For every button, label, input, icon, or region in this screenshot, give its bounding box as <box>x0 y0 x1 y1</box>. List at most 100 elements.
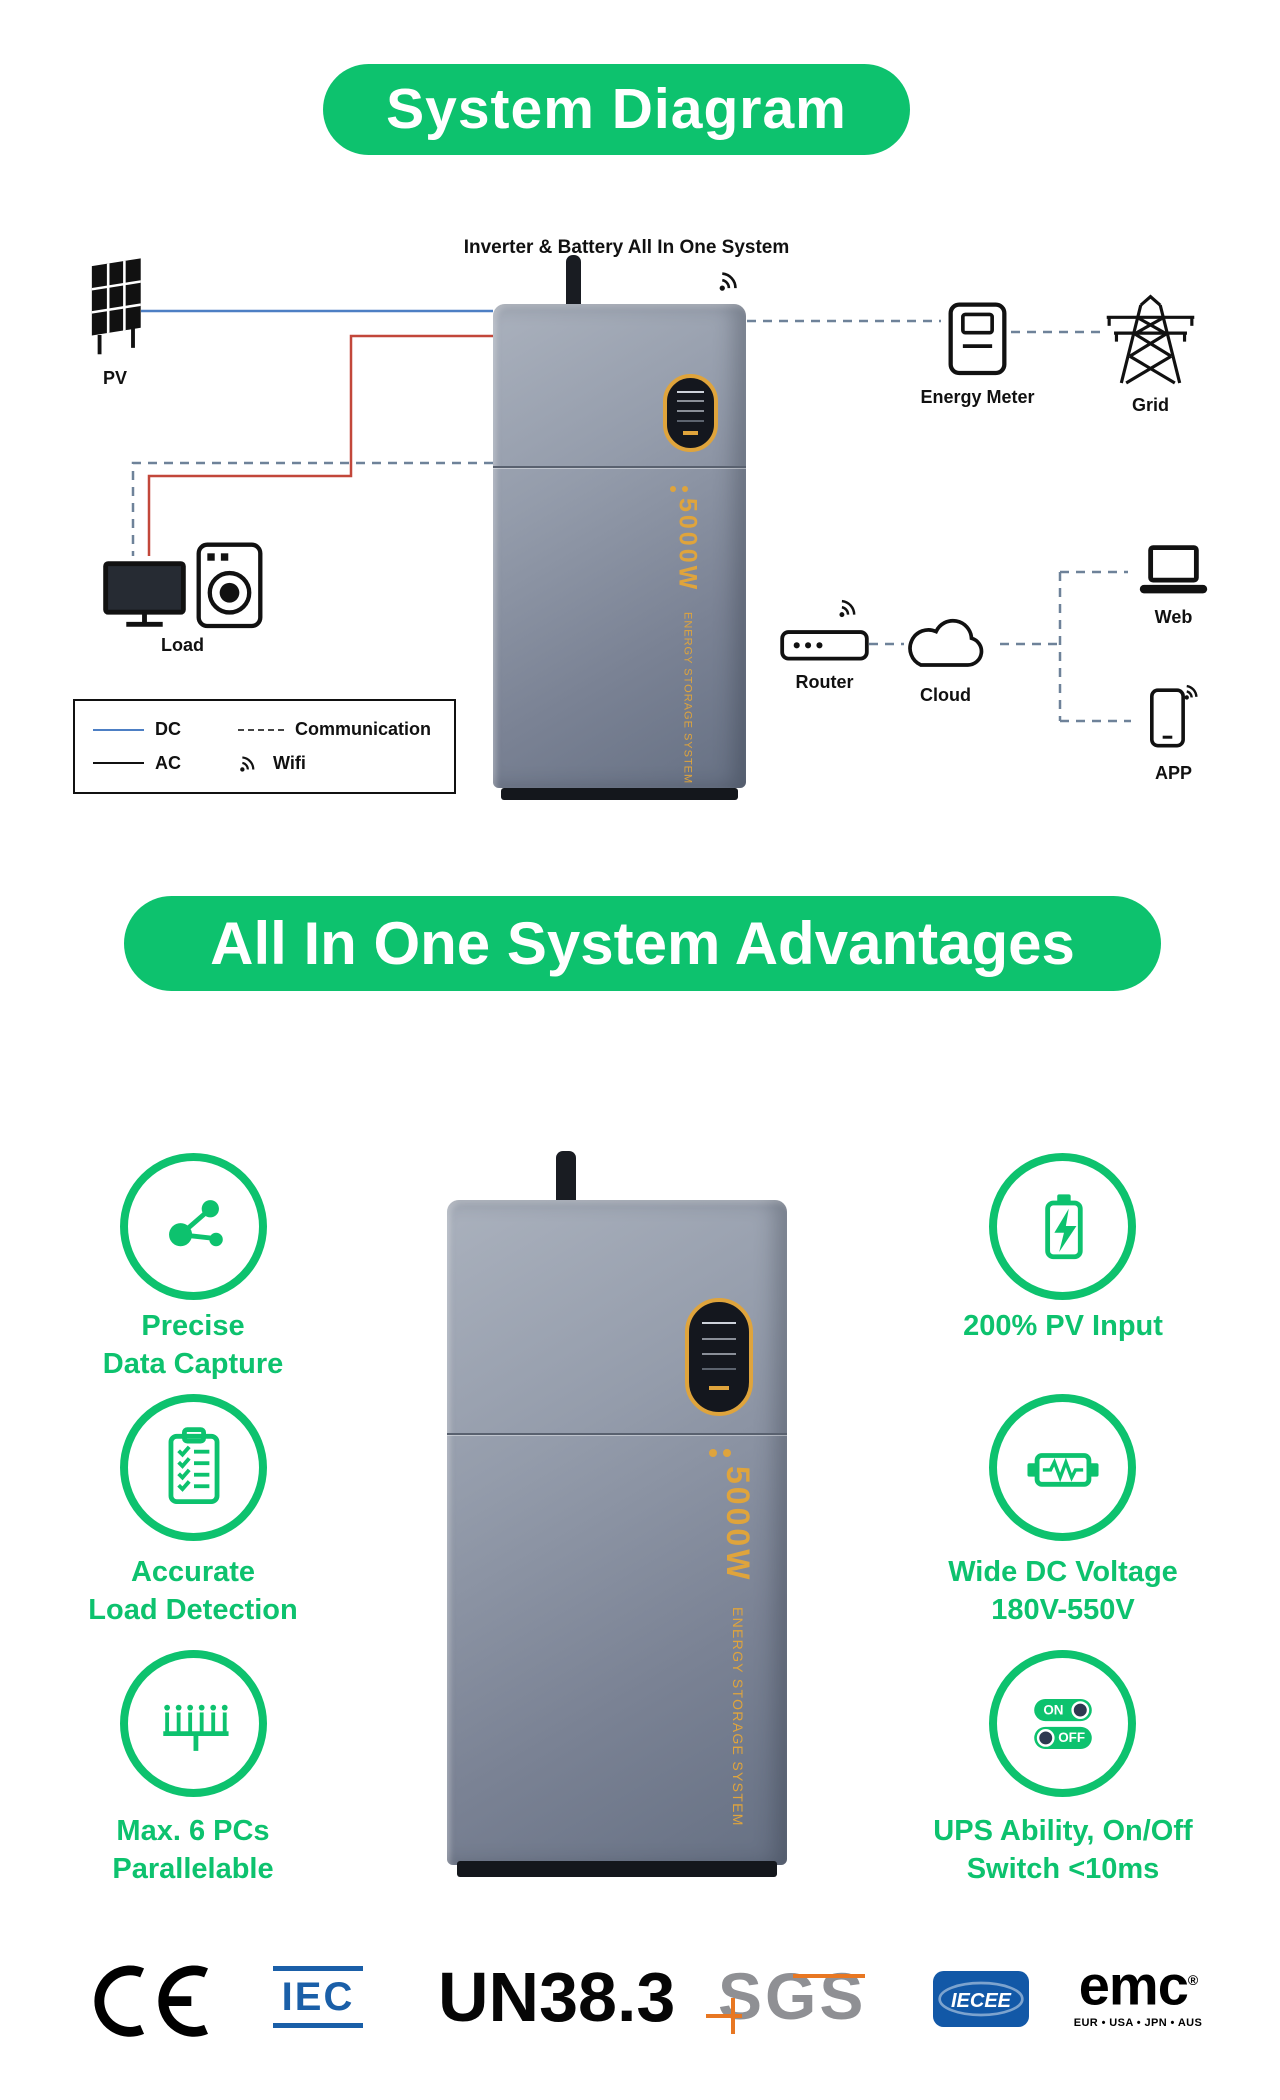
unit-seam <box>447 1432 787 1435</box>
battery-wave-icon <box>1026 1452 1099 1487</box>
cert-ce <box>88 1963 211 2044</box>
emc-word: emc® <box>1063 1952 1213 2014</box>
wifi-icon <box>719 272 737 291</box>
advantage-line1: Precise <box>141 1310 245 1342</box>
iecee-label: IECEE <box>951 1990 1012 2012</box>
unit-branding: 5000W ENERGY STORAGE SYSTEM <box>719 1466 756 1827</box>
router-label: Router <box>795 672 854 693</box>
ups-on-label: ON <box>1043 1702 1063 1717</box>
diagram-caption: Inverter & Battery All In One System <box>463 237 790 258</box>
advantage-circle-ups: ON OFF <box>989 1650 1136 1797</box>
web-label: Web <box>1154 606 1193 627</box>
ac-line-swatch <box>93 762 144 765</box>
solar-panel-icon <box>91 258 141 355</box>
pv-node: PV <box>75 245 155 389</box>
monitor-icon <box>102 560 186 627</box>
comm-line-unit-to-load <box>131 461 493 556</box>
energy-meter-icon <box>948 302 1007 376</box>
advantage-label-ups: UPS Ability, On/Off Switch <10ms <box>903 1812 1223 1888</box>
unit-name-label: ENERGY STORAGE SYSTEM <box>681 612 694 785</box>
advantage-line2: Parallelable <box>112 1853 274 1885</box>
legend: DC Communication AC Wifi <box>73 699 456 794</box>
cert-un383: UN38.3 <box>438 1958 676 2036</box>
emc-regions: EUR • USA • JPN • AUS <box>1073 2016 1203 2029</box>
antenna <box>566 255 582 308</box>
cert-emc: emc® EUR • USA • JPN • AUS <box>1063 1952 1213 2029</box>
inverter-battery-unit: 5000W ENERGY STORAGE SYSTEM <box>447 1151 787 1877</box>
advantage-line1: Max. 6 PCs <box>116 1815 270 1847</box>
advantage-line1: 200% PV Input <box>963 1310 1163 1342</box>
advantage-line2: Load Detection <box>88 1594 298 1626</box>
load-detection-icon <box>168 1426 219 1504</box>
unit-branding: 5000W ENERGY STORAGE SYSTEM <box>673 498 702 785</box>
load-icons <box>88 536 277 630</box>
inverter-battery-unit: 5000W ENERGY STORAGE SYSTEM <box>493 255 746 800</box>
unit-display-screen <box>685 1298 753 1417</box>
cloud-icon <box>908 618 984 667</box>
legend-ac: AC <box>93 753 238 774</box>
advantage-circle-dc-voltage <box>989 1394 1136 1541</box>
section-title-advantages: All In One System Advantages <box>124 896 1161 991</box>
router-node: Router <box>771 627 878 693</box>
ce-logo <box>94 1965 208 2037</box>
on-off-switch-icon: ON OFF <box>1033 1698 1092 1749</box>
legend-communication-label: Communication <box>295 719 432 740</box>
advantage-circle-load-detection <box>120 1394 267 1541</box>
advantage-label-pv-input: 200% PV Input <box>903 1307 1223 1345</box>
section-title-system-diagram: System Diagram <box>323 64 910 155</box>
legend-dc-label: DC <box>155 719 181 740</box>
advantage-line2: Data Capture <box>102 1348 284 1380</box>
pv-label: PV <box>102 368 127 389</box>
unit-body: 5000W ENERGY STORAGE SYSTEM <box>447 1200 787 1865</box>
advantage-label-data-capture: Precise Data Capture <box>33 1307 353 1383</box>
emc-registered-mark: ® <box>1187 1972 1198 1988</box>
legend-communication: Communication <box>238 719 442 740</box>
advantage-circle-data-capture <box>120 1153 267 1300</box>
legend-dc: DC <box>93 719 238 740</box>
advantage-line1: Accurate <box>130 1556 256 1588</box>
data-capture-icon <box>168 1199 223 1246</box>
ac-line-unit-to-load <box>147 334 493 556</box>
antenna <box>555 1151 576 1204</box>
advantage-label-parallel: Max. 6 PCs Parallelable <box>33 1812 353 1888</box>
advantage-circle-parallel <box>120 1650 267 1797</box>
energy-meter-node: Energy Meter <box>900 301 1055 408</box>
unit-name-label: ENERGY STORAGE SYSTEM <box>730 1606 746 1827</box>
cert-iec: IEC <box>273 1966 363 2028</box>
grid-tower-icon <box>1106 294 1195 385</box>
unit-power-label: 5000W <box>673 497 702 592</box>
wifi-icon <box>839 599 856 618</box>
advantage-line1: Wide DC Voltage <box>948 1556 1178 1588</box>
load-node: Load <box>88 536 277 656</box>
connection-lines <box>131 309 1131 723</box>
cloud-label: Cloud <box>920 684 971 705</box>
parallel-icon <box>162 1704 229 1751</box>
legend-ac-label: AC <box>155 752 181 773</box>
advantage-circle-pv-input <box>989 1153 1136 1300</box>
communication-line-swatch <box>238 728 284 731</box>
web-node: Web <box>1124 544 1223 628</box>
legend-wifi-label: Wifi <box>273 752 306 773</box>
cloud-node: Cloud <box>888 613 1003 706</box>
energy-meter-label: Energy Meter <box>920 386 1035 407</box>
cert-sgs: SGS <box>718 1959 867 2033</box>
dc-line-swatch <box>93 728 144 731</box>
sgs-mark <box>793 1974 865 1978</box>
iecee-logo: IECEE <box>933 1971 1029 2027</box>
legend-wifi: Wifi <box>238 752 442 774</box>
indicator-dots <box>708 1449 731 1458</box>
laptop-icon <box>1139 545 1208 594</box>
advantage-label-load-detection: Accurate Load Detection <box>33 1553 353 1629</box>
advantage-line2: Switch <10ms <box>966 1853 1160 1885</box>
grid-label: Grid <box>1131 395 1169 416</box>
washing-machine-icon <box>196 542 262 629</box>
unit-power-label: 5000W <box>720 1466 756 1583</box>
unit-base <box>457 1861 777 1877</box>
app-label: APP <box>1154 762 1192 783</box>
ups-off-label: OFF <box>1058 1730 1085 1745</box>
grid-node: Grid <box>1073 293 1228 416</box>
load-label: Load <box>161 635 204 655</box>
advantage-label-dc-voltage: Wide DC Voltage 180V-550V <box>903 1553 1223 1629</box>
app-node: APP <box>1127 683 1220 784</box>
